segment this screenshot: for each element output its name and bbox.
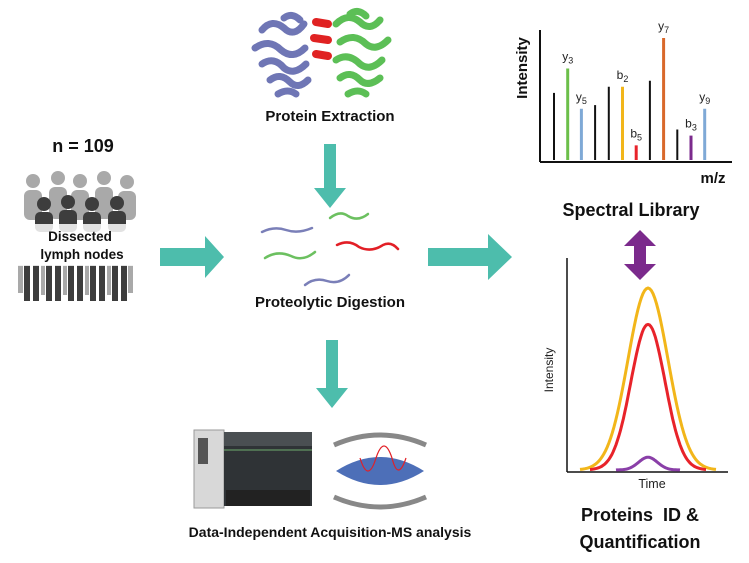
- peak-ion-label: y9: [699, 90, 710, 106]
- quant-caption-line2: Quantification: [580, 532, 701, 552]
- peak-ion-label: b5: [630, 126, 642, 142]
- arrow-digestion-down: [316, 340, 348, 408]
- quant-x-label: Time: [638, 477, 665, 491]
- spectral-library-title: Spectral Library: [562, 200, 699, 220]
- mass-spectrometer-icon: [193, 429, 312, 509]
- quantification-chart: Intensity Time: [542, 258, 728, 491]
- peak-ion-label: b2: [617, 68, 629, 84]
- elution-curve: [589, 322, 707, 471]
- arrow-cohort-to-digestion: [160, 236, 224, 278]
- cohort-count-label: n = 109: [52, 136, 114, 156]
- protein-structure-icon: [251, 7, 392, 98]
- spectrum-x-label: m/z: [700, 170, 725, 187]
- elution-curve: [579, 286, 717, 471]
- spectrum-y-label: Intensity: [514, 37, 531, 99]
- arrow-digestion-to-library: [428, 234, 512, 280]
- step-protein-extraction: Protein Extraction: [265, 108, 394, 125]
- cohort-caption-line1: Dissected: [48, 229, 112, 244]
- orbitrap-icon: [333, 432, 427, 510]
- step-proteolytic-digestion: Proteolytic Digestion: [255, 294, 405, 311]
- peak-ion-label: y7: [658, 19, 669, 35]
- step-dia-analysis: Data-Independent Acquisition-MS analysis: [189, 524, 472, 540]
- peak-ion-label: b3: [685, 117, 697, 133]
- quant-caption-line1: Proteins ID &: [581, 505, 699, 525]
- peak-ion-label: y5: [576, 90, 587, 106]
- peptide-fragments-icon: [260, 212, 400, 287]
- arrows: [160, 144, 512, 408]
- elution-curve: [615, 455, 681, 472]
- double-arrow-icon: [624, 230, 656, 280]
- peak-ion-label: y3: [562, 50, 573, 66]
- cohort-caption-line2: lymph nodes: [40, 247, 123, 262]
- quant-y-label: Intensity: [542, 348, 556, 393]
- arrow-extraction-down: [314, 144, 346, 208]
